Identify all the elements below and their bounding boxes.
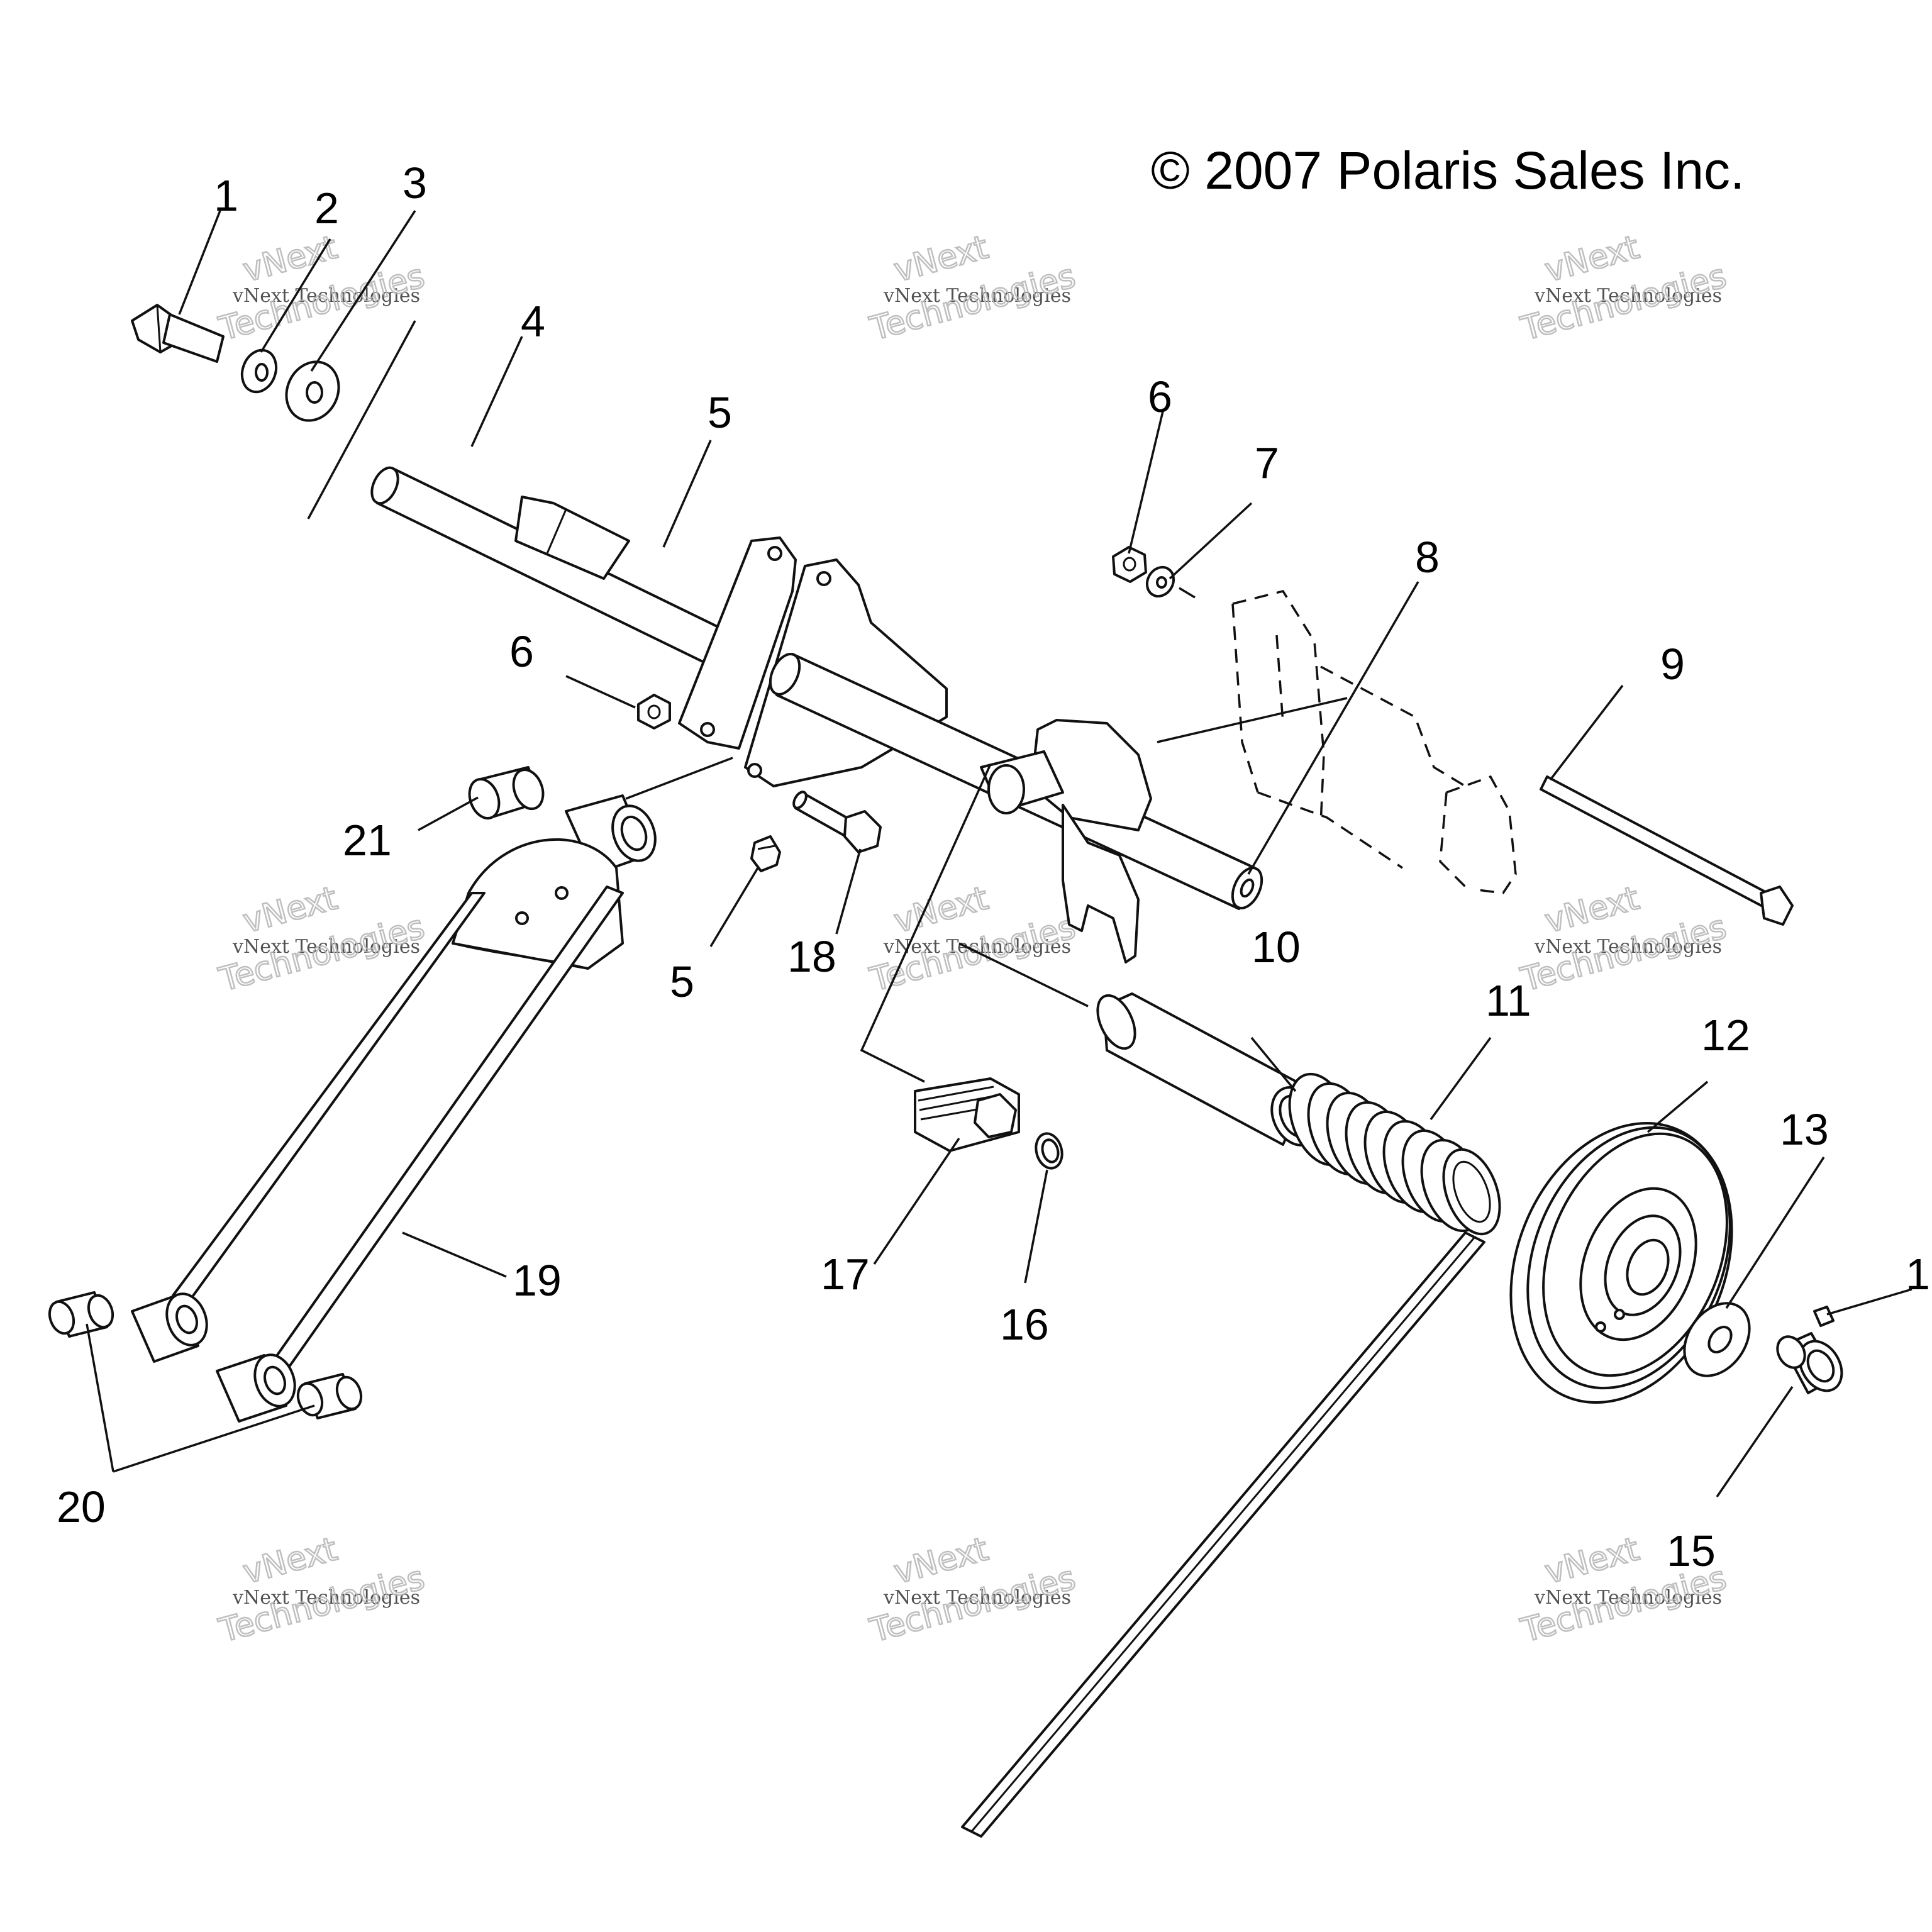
watermark-outline: vNext [890, 228, 992, 289]
callout-6-lower: 6 [509, 627, 534, 676]
watermark-text: vNext Technologies [232, 936, 420, 958]
callout-21: 21 [343, 816, 392, 865]
watermark-outline: vNext [239, 228, 341, 289]
watermark-outline: vNext [1541, 879, 1643, 940]
callout-9: 9 [1660, 640, 1685, 689]
torsion-spring-part-11 [961, 1072, 1501, 1838]
callout-18: 18 [787, 932, 836, 981]
callout-3: 3 [402, 158, 427, 208]
watermark-text: vNext Technologies [232, 285, 420, 307]
callout-16: 16 [1000, 1300, 1049, 1349]
callout-5-upper: 5 [708, 388, 732, 437]
copyright-text: © 2007 Polaris Sales Inc. [1151, 141, 1745, 200]
watermark-outline: vNext [1541, 1530, 1643, 1591]
watermark-text: vNext Technologies [883, 285, 1071, 307]
callout-8: 8 [1415, 533, 1440, 582]
bushing-part-20 [48, 1291, 363, 1419]
watermark-text: vNext Technologies [232, 1587, 420, 1609]
watermark-text: vNext Technologies [1534, 285, 1722, 307]
callout-labels: 1 2 3 4 5 6 7 8 9 6 21 5 18 10 11 12 13 … [57, 158, 1930, 1575]
watermark-outline: vNext [890, 879, 992, 940]
watermark-text: vNext Technologies [883, 1587, 1071, 1609]
pulley-wheel-part-12 [1509, 1121, 1733, 1404]
callout-7: 7 [1255, 438, 1279, 487]
callout-17: 17 [821, 1250, 870, 1299]
watermark-outline: vNext [1541, 228, 1643, 289]
callout-2: 2 [314, 184, 339, 233]
callout-5-lower: 5 [670, 957, 694, 1006]
watermark-text: vNext Technologies [1534, 1587, 1722, 1609]
grease-fitting-part-5 [750, 835, 781, 872]
watermark-outline: vNext [890, 1530, 992, 1591]
washer-part-3 [285, 360, 340, 422]
watermark-outline: vNext [239, 879, 341, 940]
watermark-outline: vNext [239, 1530, 341, 1591]
rod-part-9 [1540, 775, 1794, 926]
callout-11: 11 [1485, 976, 1531, 1025]
cross-shaft-part-4 [370, 466, 762, 684]
watermark-text: vNext Technologies [1534, 936, 1722, 958]
frame-reference-outline [1231, 589, 1517, 894]
adjuster-block-part-17 [914, 1077, 1020, 1152]
callout-15: 15 [1667, 1526, 1716, 1575]
washer-part-13 [1683, 1302, 1751, 1377]
spacer-tube-part-10 [1096, 992, 1321, 1146]
bushing-part-21 [468, 766, 545, 819]
snap-ring-part-16 [1035, 1132, 1063, 1170]
callout-19: 19 [513, 1256, 562, 1305]
bolt-part-18 [792, 791, 882, 853]
callout-12: 12 [1701, 1011, 1750, 1060]
nut-part-6-lower [637, 694, 671, 730]
callout-4: 4 [521, 297, 545, 346]
callout-10: 10 [1252, 923, 1301, 972]
center-housing [980, 719, 1152, 963]
callout-6-upper: 6 [1148, 372, 1172, 421]
leader-lines [86, 210, 1913, 1497]
callout-1-setscrew: 1 [1906, 1250, 1930, 1299]
callout-13: 13 [1780, 1105, 1829, 1154]
nut-part-6-upper [1112, 546, 1147, 583]
callout-20: 20 [57, 1482, 106, 1531]
bolt-part-1 [131, 304, 225, 363]
watermark-text: vNext Technologies [883, 936, 1071, 958]
set-screw-part-14 [1813, 1306, 1835, 1327]
collar-part-15 [1776, 1332, 1843, 1394]
callout-1: 1 [214, 171, 238, 220]
washer-part-2 [240, 348, 278, 394]
watermarks: vNext Technologies vNext Technologies vN… [214, 228, 1731, 1651]
swing-arm-part-19 [131, 838, 624, 1423]
washer-part-7 [1145, 565, 1175, 598]
